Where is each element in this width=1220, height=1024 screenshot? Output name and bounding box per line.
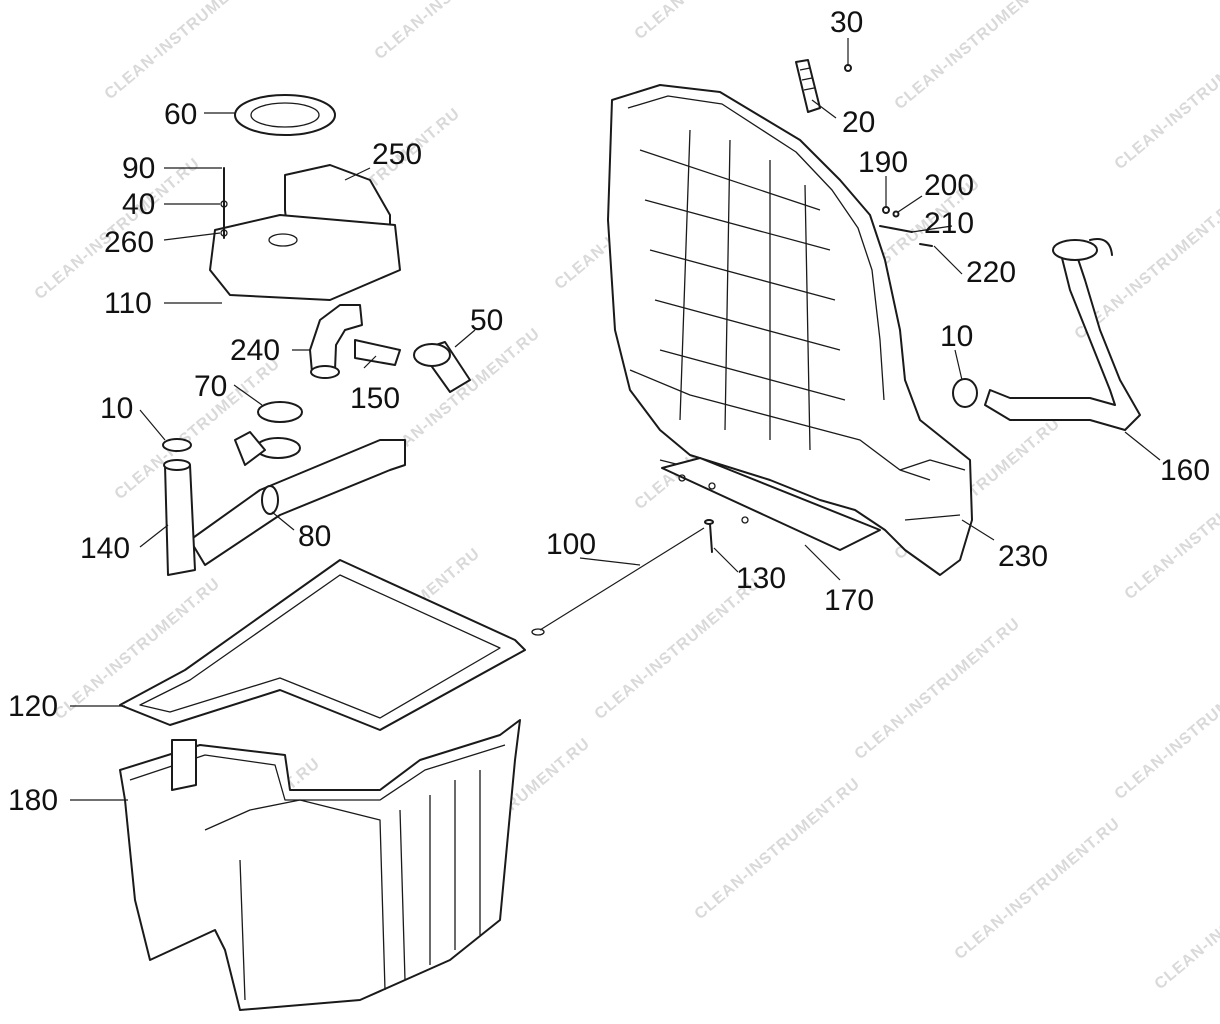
callout-200: 200 bbox=[924, 169, 974, 202]
callout-150: 150 bbox=[350, 382, 400, 415]
callout-80: 80 bbox=[298, 520, 331, 553]
tank-180 bbox=[119, 719, 521, 1011]
callout-230: 230 bbox=[998, 540, 1048, 573]
callout-250: 250 bbox=[372, 138, 422, 171]
watermark-text: CLEAN-INSTRUMENT.RU bbox=[692, 775, 864, 923]
watermark-text: CLEAN-INSTRUMENT.RU bbox=[1112, 655, 1220, 803]
hose-160 bbox=[984, 238, 1141, 431]
callout-40: 40 bbox=[122, 188, 155, 221]
watermark-text: CLEAN-INSTRUMENT.RU bbox=[372, 0, 544, 63]
tray-110 bbox=[209, 214, 401, 301]
callout-190: 190 bbox=[858, 146, 908, 179]
elbow-240 bbox=[309, 304, 363, 379]
bracket-150 bbox=[354, 339, 401, 366]
callout-130: 130 bbox=[736, 562, 786, 595]
callout-10-left: 10 bbox=[100, 392, 133, 425]
callout-100: 100 bbox=[546, 528, 596, 561]
callout-170: 170 bbox=[824, 584, 874, 617]
callout-140: 140 bbox=[80, 532, 130, 565]
callout-240: 240 bbox=[230, 334, 280, 367]
housing-230 bbox=[607, 84, 973, 576]
hose-clamp-10-right bbox=[952, 378, 978, 408]
hose-clamp-10-left bbox=[162, 438, 192, 452]
callout-220: 220 bbox=[966, 256, 1016, 289]
gasket-120 bbox=[119, 559, 526, 731]
cable-100 bbox=[531, 527, 705, 636]
leader-lines bbox=[70, 38, 1161, 801]
callout-110: 110 bbox=[104, 287, 152, 320]
watermark-text: CLEAN-INSTRUMENT.RU bbox=[852, 615, 1024, 763]
clip-20 bbox=[795, 59, 821, 113]
callout-160: 160 bbox=[1160, 454, 1210, 487]
callout-30: 30 bbox=[830, 6, 863, 39]
watermark-text: CLEAN-INSTRUMENT.RU bbox=[1152, 845, 1220, 993]
watermark-text: CLEAN-INSTRUMENT.RU bbox=[1112, 25, 1220, 173]
callout-50: 50 bbox=[470, 304, 503, 337]
callout-90: 90 bbox=[122, 152, 155, 185]
callout-210: 210 bbox=[924, 207, 974, 240]
pipe-140 bbox=[163, 459, 196, 576]
nozzle-50 bbox=[413, 341, 471, 393]
hardware-190-220 bbox=[879, 206, 933, 247]
seal-ring-60 bbox=[234, 94, 336, 136]
callout-labels: 30 20 190 200 210 220 10 160 230 170 130… bbox=[8, 6, 1210, 817]
nut-70 bbox=[255, 401, 303, 459]
pipe-assembly-80 bbox=[189, 431, 406, 566]
callout-60: 60 bbox=[164, 98, 197, 131]
watermark-text: CLEAN-INSTRUMENT.RU bbox=[952, 815, 1124, 963]
callout-260: 260 bbox=[104, 226, 154, 259]
callout-120: 120 bbox=[8, 690, 58, 723]
watermark-text: CLEAN-INSTRUMENT.RU bbox=[102, 0, 274, 103]
screw-130 bbox=[704, 519, 714, 553]
watermark-text: CLEAN-INSTRUMENT.RU bbox=[592, 575, 764, 723]
callout-20: 20 bbox=[842, 106, 875, 139]
callout-10-right: 10 bbox=[940, 320, 973, 353]
callout-70: 70 bbox=[194, 370, 227, 403]
callout-180: 180 bbox=[8, 784, 58, 817]
plate-170 bbox=[661, 457, 881, 551]
watermark-text: CLEAN-INSTRUMENT.RU bbox=[632, 0, 804, 43]
watermark-text: CLEAN-INSTRUMENT.RU bbox=[892, 0, 1064, 113]
screw-90-washers bbox=[220, 167, 228, 239]
